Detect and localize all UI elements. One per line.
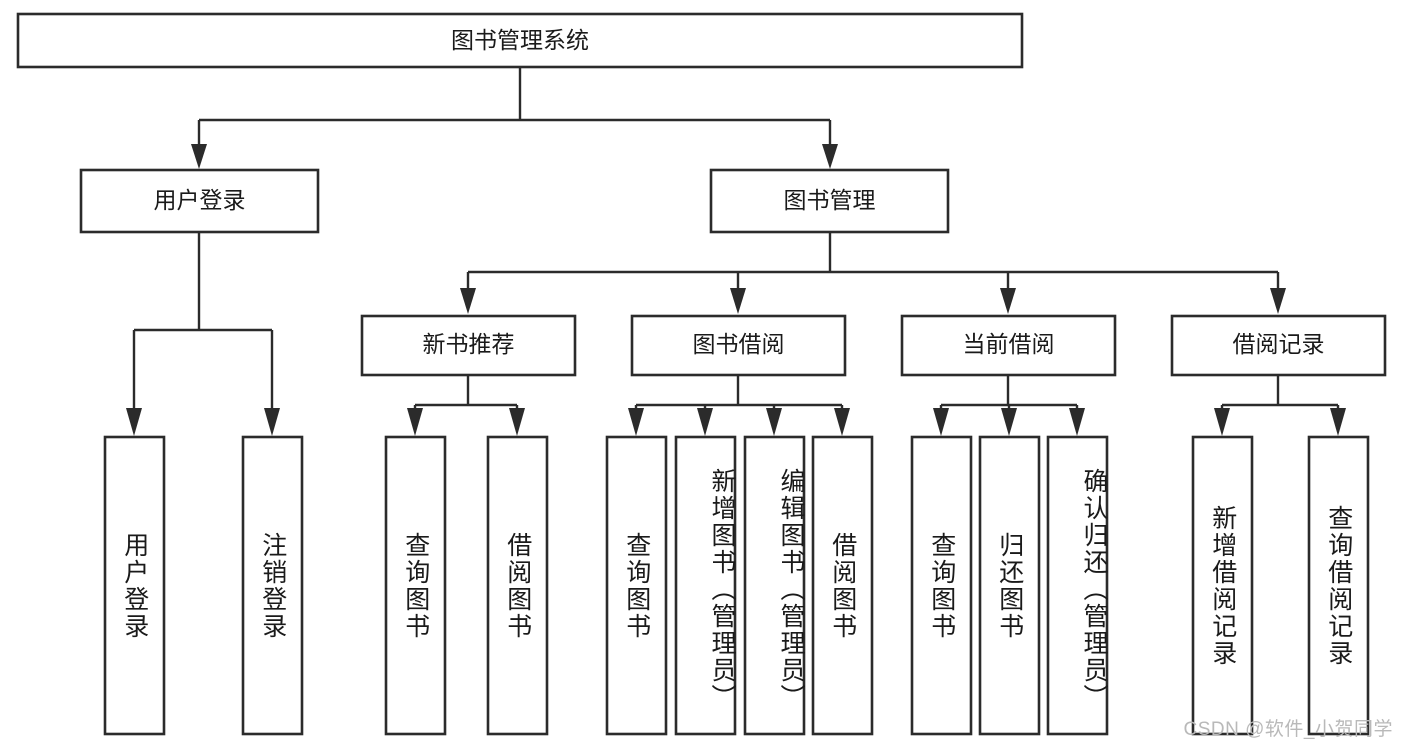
node-borrow-record-box[interactable] xyxy=(1170,314,1387,377)
arrow-head-leaf-query-book-3 xyxy=(933,408,949,436)
watermark-text: CSDN @软件_小贺同学 xyxy=(1183,719,1393,740)
node-root-box[interactable] xyxy=(16,12,1024,69)
arrow-head-leaf-query-book-1 xyxy=(407,408,423,436)
node-new-book-recommend[interactable]: 新书推荐 xyxy=(360,314,577,377)
leaf-boxes-group xyxy=(103,435,1370,736)
node-book-borrow[interactable]: 图书借阅 xyxy=(630,314,847,377)
connector-group-current-borrow xyxy=(933,376,1085,436)
node-new-book-recommend-label: 新书推荐 xyxy=(423,331,515,357)
leaf-box-leaf-user-logout[interactable] xyxy=(241,435,304,736)
arrow-head-leaf-query-book-2 xyxy=(628,408,644,436)
leaf-box-leaf-edit-book[interactable] xyxy=(743,435,806,736)
leaf-box-leaf-query-book-3[interactable] xyxy=(910,435,973,736)
arrow-head-leaf-edit-book xyxy=(766,408,782,436)
node-borrow-record-label: 借阅记录 xyxy=(1233,331,1325,357)
arrow-head-leaf-user-logout xyxy=(264,408,280,436)
arrow-head-leaf-query-record xyxy=(1330,408,1346,436)
arrow-head-leaf-confirm-return xyxy=(1069,408,1085,436)
arrow-head-leaf-borrow-book-1 xyxy=(509,408,525,436)
leaf-box-leaf-query-book-2[interactable] xyxy=(605,435,668,736)
connector-group-user-login xyxy=(126,233,280,436)
leaf-box-leaf-user-login[interactable] xyxy=(103,435,166,736)
node-root-label: 图书管理系统 xyxy=(451,27,589,53)
arrow-head-current-borrow xyxy=(1000,288,1016,314)
leaf-box-leaf-add-book[interactable] xyxy=(674,435,737,736)
connector-group-book-borrow xyxy=(628,376,850,436)
node-book-borrow-label: 图书借阅 xyxy=(693,331,785,357)
node-current-borrow-label: 当前借阅 xyxy=(963,331,1055,357)
leaf-box-leaf-query-record[interactable] xyxy=(1307,435,1370,736)
arrow-head-leaf-add-record xyxy=(1214,408,1230,436)
node-user-login-box[interactable] xyxy=(79,168,320,234)
node-new-book-recommend-box[interactable] xyxy=(360,314,577,377)
leaf-box-leaf-borrow-book-1[interactable] xyxy=(486,435,549,736)
arrow-head-new-book-recommend xyxy=(460,288,476,314)
arrow-head-book-borrow xyxy=(730,288,746,314)
leaf-box-leaf-confirm-return[interactable] xyxy=(1046,435,1109,736)
node-borrow-record[interactable]: 借阅记录 xyxy=(1170,314,1387,377)
arrow-head-leaf-return-book xyxy=(1001,408,1017,436)
connector-group-borrow-record xyxy=(1214,376,1346,436)
node-user-login[interactable]: 用户登录 xyxy=(79,168,320,234)
leaf-box-leaf-return-book[interactable] xyxy=(978,435,1041,736)
node-book-manage[interactable]: 图书管理 xyxy=(709,168,950,234)
arrow-head-book-manage xyxy=(822,144,838,169)
connector-group-book-manage xyxy=(460,233,1286,314)
node-book-borrow-box[interactable] xyxy=(630,314,847,377)
node-root[interactable]: 图书管理系统 xyxy=(16,12,1024,69)
arrow-head-user-login xyxy=(191,144,207,169)
arrow-head-leaf-add-book xyxy=(697,408,713,436)
node-current-borrow[interactable]: 当前借阅 xyxy=(900,314,1117,377)
arrow-head-leaf-borrow-book-2 xyxy=(834,408,850,436)
connector-group-root xyxy=(191,68,838,169)
node-book-manage-label: 图书管理 xyxy=(784,187,876,213)
arrow-head-borrow-record xyxy=(1270,288,1286,314)
arrow-head-leaf-user-login xyxy=(126,408,142,436)
leaf-box-leaf-borrow-book-2[interactable] xyxy=(811,435,874,736)
leaf-box-leaf-query-book-1[interactable] xyxy=(384,435,447,736)
leaf-box-leaf-add-record[interactable] xyxy=(1191,435,1254,736)
node-book-manage-box[interactable] xyxy=(709,168,950,234)
node-user-login-label: 用户登录 xyxy=(154,187,246,213)
node-current-borrow-box[interactable] xyxy=(900,314,1117,377)
connector-group-new-book-recommend xyxy=(407,376,525,436)
